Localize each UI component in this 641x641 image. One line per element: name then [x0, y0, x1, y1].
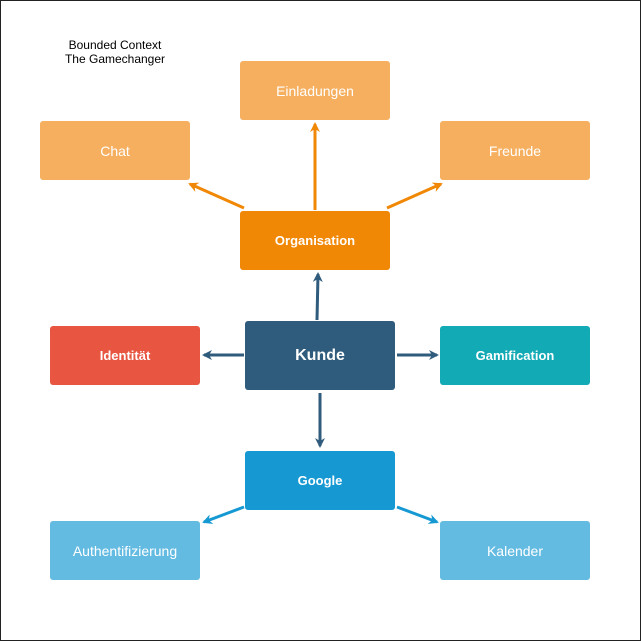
node-organisation: Organisation — [240, 211, 390, 270]
title-line-2: The Gamechanger — [64, 52, 166, 66]
node-authentifizierung-label: Authentifizierung — [72, 542, 178, 559]
node-identitaet-label: Identität — [99, 348, 151, 363]
node-kunde: Kunde — [245, 321, 395, 390]
arrow-google-authentifizierung — [202, 505, 245, 524]
node-chat: Chat — [40, 121, 190, 180]
node-identitaet: Identität — [50, 326, 200, 385]
diagram-title: Bounded Context The Gamechanger — [60, 38, 170, 66]
node-gamification: Gamification — [440, 326, 590, 385]
title-line-1: Bounded Context — [68, 38, 162, 52]
node-freunde: Freunde — [440, 121, 590, 180]
arrow-organisation-chat — [188, 182, 245, 210]
node-kunde-label: Kunde — [295, 346, 345, 364]
node-einladungen: Einladungen — [240, 61, 390, 120]
node-gamification-label: Gamification — [475, 348, 555, 363]
arrow-kunde-organisation — [312, 272, 323, 321]
node-google-label: Google — [297, 473, 343, 488]
node-einladungen-label: Einladungen — [276, 82, 354, 99]
node-authentifizierung: Authentifizierung — [50, 521, 200, 580]
node-chat-label: Chat — [100, 142, 130, 159]
node-freunde-label: Freunde — [488, 142, 542, 159]
node-kalender: Kalender — [440, 521, 590, 580]
node-kalender-label: Kalender — [486, 542, 544, 559]
arrow-google-kalender — [396, 505, 439, 524]
node-organisation-label: Organisation — [274, 233, 356, 248]
node-google: Google — [245, 451, 395, 510]
arrow-organisation-freunde — [386, 182, 443, 210]
